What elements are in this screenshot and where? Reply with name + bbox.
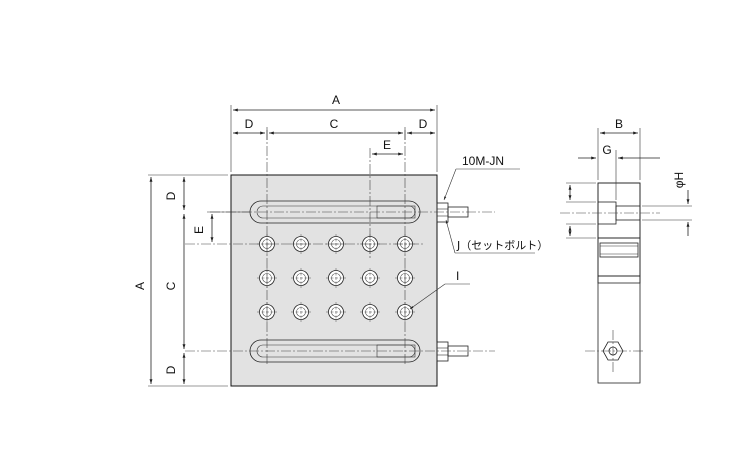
callout-hole: I	[456, 269, 459, 283]
left-dimensions	[148, 174, 250, 387]
dim-c-top: C	[330, 117, 339, 131]
callout-leaders	[409, 168, 535, 310]
callout-set-bolt: J（セットボルト）	[456, 239, 548, 252]
front-view: A D C D E A D C D E 10M-JN J（セットボルト） I	[133, 93, 548, 387]
dim-b: B	[615, 117, 623, 131]
dim-g: G	[602, 143, 611, 157]
callout-nut: 10M-JN	[462, 154, 504, 168]
dim-e-left: E	[192, 226, 206, 234]
lower-nut	[436, 341, 449, 362]
dim-d-left-top: D	[164, 191, 178, 200]
lower-nut-bolt	[436, 341, 469, 362]
lower-bolt	[447, 345, 469, 357]
dim-e-top: E	[383, 138, 391, 152]
tapped-hole	[291, 268, 311, 288]
lower-slot	[185, 339, 495, 363]
top-dimensions	[230, 105, 438, 172]
dim-d-left-bottom: D	[164, 365, 178, 374]
upper-nut	[436, 202, 449, 223]
dim-c-left: C	[164, 281, 178, 290]
upper-nut-bolt	[436, 202, 469, 223]
tapped-hole	[326, 302, 346, 322]
dim-a-left: A	[133, 282, 147, 290]
dim-phi-h: φH	[672, 172, 686, 188]
tapped-hole	[326, 268, 346, 288]
dim-d-top-right: D	[419, 117, 428, 131]
tapped-hole	[360, 268, 380, 288]
tapped-hole	[291, 302, 311, 322]
side-view: B G φH	[560, 117, 692, 384]
dim-d-top-left: D	[245, 117, 254, 131]
upper-bolt	[447, 206, 469, 218]
tapped-hole	[360, 302, 380, 322]
dim-a-top: A	[332, 93, 340, 107]
